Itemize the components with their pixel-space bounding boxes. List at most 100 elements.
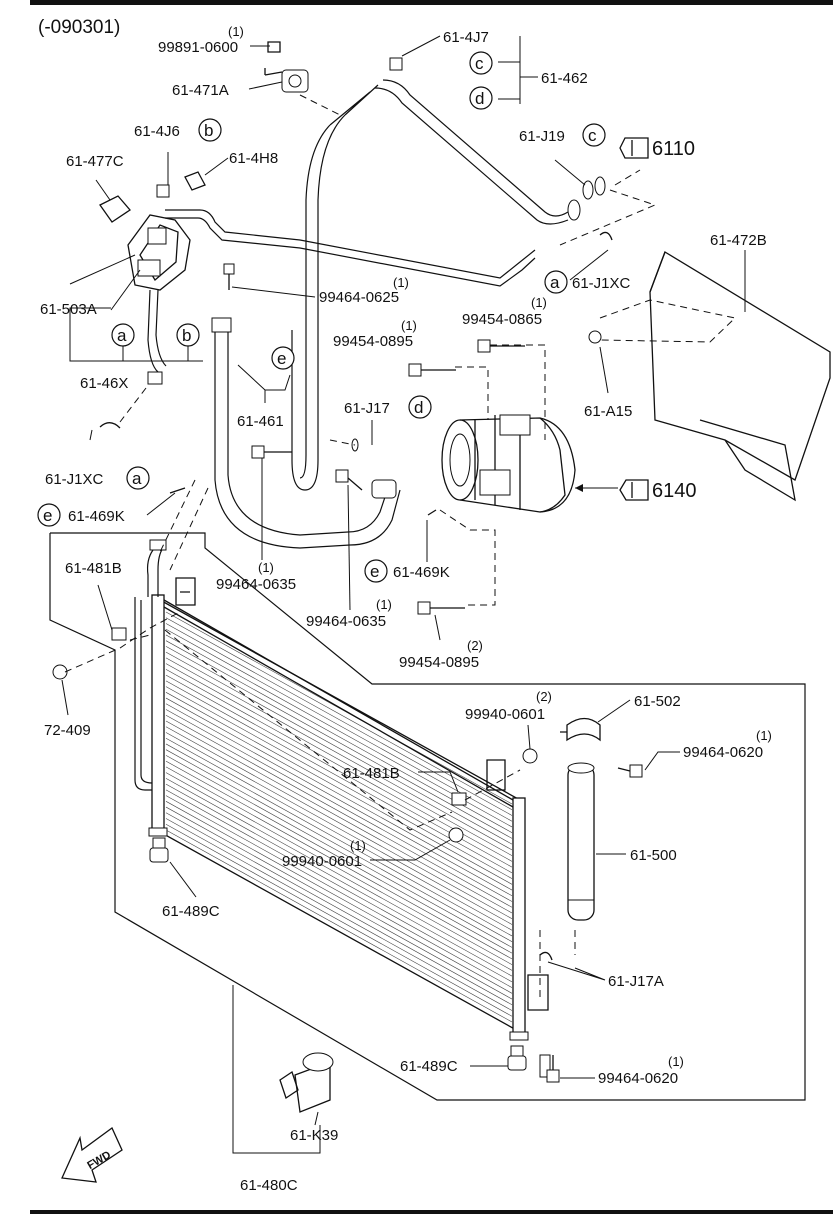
svg-text:e: e xyxy=(43,506,52,525)
label-61-J17A: 61-J17A xyxy=(608,973,664,990)
label-99464-0625: 99464-0625 xyxy=(319,289,399,306)
label-99454-0895-top: 99454-0895 xyxy=(333,333,413,350)
discharge-hose xyxy=(214,330,401,549)
circle-a-j1xc-left: a xyxy=(126,466,150,490)
circle-d-top: d xyxy=(469,86,493,110)
condenser-left-tank xyxy=(151,594,165,834)
cover-plate-472b xyxy=(649,251,831,502)
qty-99464-0635-a: (1) xyxy=(258,560,274,575)
o-ring-j1xc-top xyxy=(599,231,613,241)
label-61-4J7: 61-4J7 xyxy=(443,29,489,46)
qty-99464-0620-bottom: (1) xyxy=(668,1054,684,1069)
label-61-471A: 61-471A xyxy=(172,82,229,99)
label-61-J1XC-top: 61-J1XC xyxy=(572,275,631,292)
condenser-liquid-pipe xyxy=(134,597,152,791)
bolt-99464-0620-bottom xyxy=(546,1055,560,1083)
bushing-481b-right xyxy=(451,792,467,806)
circle-c-j19: c xyxy=(582,123,606,147)
valve-4h8 xyxy=(184,171,206,191)
label-61-477C: 61-477C xyxy=(66,153,124,170)
qty-99454-0865: (1) xyxy=(531,295,547,310)
bolt-99454-0865 xyxy=(477,339,525,353)
pressure-switch-assembly xyxy=(127,214,191,291)
label-61-4H8: 61-4H8 xyxy=(229,150,278,167)
service-cap-4j7 xyxy=(389,57,403,71)
condenser-right-tank xyxy=(512,797,526,1037)
label-99454-0895-bottom: 99454-0895 xyxy=(399,654,479,671)
label-61-489C-left: 61-489C xyxy=(162,903,220,920)
qty-99940-0601-top: (2) xyxy=(536,689,552,704)
svg-text:b: b xyxy=(182,326,191,345)
label-61-500: 61-500 xyxy=(630,847,677,864)
qty-99891-0600: (1) xyxy=(228,24,244,39)
bolt-99464-0620-top xyxy=(617,764,643,778)
condenser-assembly-frame xyxy=(49,532,806,1101)
label-61-461: 61-461 xyxy=(237,413,284,430)
o-ring-j1xc-left xyxy=(99,422,121,429)
drier-bracket xyxy=(527,974,549,1011)
ref-arrow-6110 xyxy=(619,137,649,159)
label-99464-0620-top: 99464-0620 xyxy=(683,744,763,761)
label-99940-0601-top: 99940-0601 xyxy=(465,706,545,723)
svg-text:d: d xyxy=(475,89,484,108)
circle-b-top: b xyxy=(198,118,222,142)
bolt-99464-0635-a xyxy=(251,445,292,459)
condenser-bracket-right xyxy=(486,759,506,791)
svg-text:e: e xyxy=(370,562,379,581)
label-61-480C: 61-480C xyxy=(240,1177,298,1194)
circle-c-top: c xyxy=(469,51,493,75)
o-ring-469k-mid xyxy=(427,509,437,516)
svg-text:c: c xyxy=(475,54,484,73)
label-61-46X: 61-46X xyxy=(80,375,128,392)
liquid-pipe-upper xyxy=(382,79,569,217)
nut-a15 xyxy=(588,330,602,344)
o-ring-469k-left xyxy=(169,487,186,494)
label-61-489C-right: 61-489C xyxy=(400,1058,458,1075)
circle-d-j17: d xyxy=(408,395,432,419)
svg-text:b: b xyxy=(204,121,213,140)
fwd-arrow: FWD xyxy=(61,1127,123,1183)
top-border-bar xyxy=(30,0,833,5)
nut-99940-0601-top xyxy=(522,748,538,764)
label-61-J1XC-left: 61-J1XC xyxy=(45,471,104,488)
label-99891-0600: 99891-0600 xyxy=(158,39,238,56)
circle-e-469k-left: e xyxy=(37,503,61,527)
label-99464-0635-b: 99464-0635 xyxy=(306,613,386,630)
label-61-462: 61-462 xyxy=(541,70,588,87)
label-99464-0635-a: 99464-0635 xyxy=(216,576,296,593)
pressure-pipe xyxy=(165,209,536,279)
qty-99464-0635-b: (1) xyxy=(376,597,392,612)
bottom-border-bar xyxy=(30,1210,833,1214)
mount-bushing-left xyxy=(149,837,169,863)
svg-text:e: e xyxy=(277,349,286,368)
bolt-99454-0895-top xyxy=(408,363,456,377)
qty-99940-0601-bottom: (1) xyxy=(350,838,366,853)
circle-e-461: e xyxy=(271,346,295,370)
qty-99464-0620-top: (1) xyxy=(756,728,772,743)
mount-bushing-right xyxy=(507,1045,527,1071)
ref-6110: 6110 xyxy=(652,138,695,160)
circle-a-46x: a xyxy=(111,323,135,347)
pipe-bracket-471a xyxy=(264,41,309,93)
ref-arrow-6140 xyxy=(619,479,649,501)
bolt-99464-0635-b xyxy=(335,469,363,491)
svg-text:a: a xyxy=(550,273,560,292)
qty-99454-0895-top: (1) xyxy=(401,318,417,333)
label-61-481B-left: 61-481B xyxy=(65,560,122,577)
circle-e-469k-mid: e xyxy=(364,559,388,583)
label-61-503A: 61-503A xyxy=(40,301,97,318)
label-61-469K-mid: 61-469K xyxy=(393,564,450,581)
circle-b-46x: b xyxy=(176,323,200,347)
ref-6140: 6140 xyxy=(652,480,697,502)
label-61-4J6: 61-4J6 xyxy=(134,123,180,140)
label-61-K39: 61-K39 xyxy=(290,1127,338,1144)
condenser-bracket-left xyxy=(175,577,196,606)
label-61-472B: 61-472B xyxy=(710,232,767,249)
bushing-481b-left xyxy=(111,627,127,641)
cap-61-k39 xyxy=(279,1052,334,1113)
svg-text:c: c xyxy=(588,126,597,145)
suction-hose xyxy=(291,114,346,491)
label-99464-0620-bottom: 99464-0620 xyxy=(598,1070,678,1087)
label-61-J19: 61-J19 xyxy=(519,128,565,145)
